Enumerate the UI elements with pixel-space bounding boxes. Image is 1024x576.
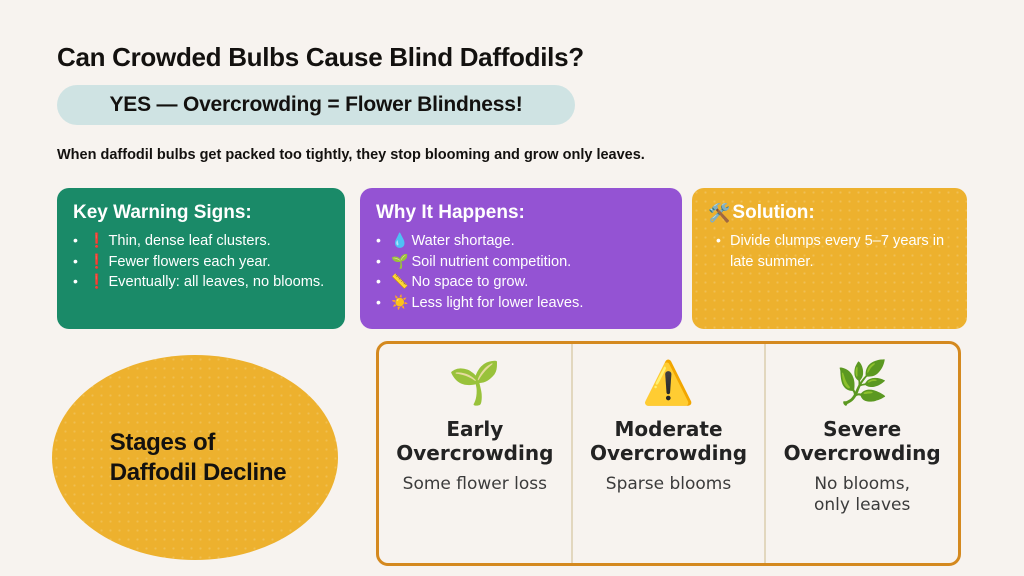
stage-card-moderate: ⚠️ Moderate Overcrowding Sparse blooms xyxy=(570,344,765,563)
list-item-text: Divide clumps every 5–7 years in late su… xyxy=(730,232,945,270)
stages-label-text: Stages of Daffodil Decline xyxy=(110,428,287,488)
stage-card-title: Early Overcrowding xyxy=(396,417,554,465)
bullet-dot: • xyxy=(73,252,78,269)
stage-card-early: 🌱 Early Overcrowding Some flower loss xyxy=(379,344,571,563)
panel-why-it-happens-list: • 💧 Water shortage. • 🌱 Soil nutrient co… xyxy=(376,231,666,314)
answer-banner: YES — Overcrowding = Flower Blindness! xyxy=(57,85,575,125)
warning-triangle-icon: ⚠️ xyxy=(642,358,695,407)
list-item-text: Soil nutrient competition. xyxy=(411,253,572,270)
panel-warning-signs-title: Key Warning Signs: xyxy=(73,202,329,224)
exclamation-icon: ❗ xyxy=(88,252,106,269)
bullet-dot: • xyxy=(376,273,381,290)
panel-solution-list: • Divide clumps every 5–7 years in late … xyxy=(708,231,951,272)
list-item-text: Eventually: all leaves, no blooms. xyxy=(108,274,325,291)
list-item-text: Less light for lower leaves. xyxy=(411,295,584,311)
exclamation-icon: ❗ xyxy=(88,273,106,290)
stage-card-title: Severe Overcrowding xyxy=(783,417,941,465)
list-item: • ❗ Thin, dense leaf clusters. xyxy=(73,231,329,252)
seedling-icon: 🌱 xyxy=(391,252,409,269)
stages-label-ellipse: Stages of Daffodil Decline xyxy=(52,355,338,560)
list-item-text: Thin, dense leaf clusters. xyxy=(108,232,271,249)
stages-label-line1: Stages of xyxy=(109,428,216,456)
grass-icon: 🌿 xyxy=(836,358,889,407)
list-item: • 📏 No space to grow. xyxy=(376,272,666,293)
panel-solution-title: 🛠️ Solution: xyxy=(708,202,951,224)
bullet-dot: • xyxy=(73,273,78,290)
stage-subtitle-line1: Sparse blooms xyxy=(605,474,732,495)
page-title: Can Crowded Bulbs Cause Blind Daffodils? xyxy=(57,42,584,72)
stage-card-severe: 🌿 Severe Overcrowding No blooms, only le… xyxy=(764,344,958,563)
ruler-icon: 📏 xyxy=(391,273,409,290)
stage-card-subtitle: No blooms, only leaves xyxy=(814,474,910,515)
bullet-dot: • xyxy=(376,231,381,248)
panel-why-it-happens-title: Why It Happens: xyxy=(376,202,666,224)
bullet-dot: • xyxy=(376,252,381,269)
panel-solution: 🛠️ Solution: • Divide clumps every 5–7 y… xyxy=(692,188,967,329)
stage-title-line1: Severe xyxy=(823,417,902,441)
stage-subtitle-line1: No blooms, xyxy=(814,474,910,495)
stages-container: 🌱 Early Overcrowding Some flower loss ⚠️… xyxy=(376,341,961,566)
stages-label-line2: Daffodil Decline xyxy=(109,458,287,486)
list-item: • Divide clumps every 5–7 years in late … xyxy=(708,231,951,272)
lead-paragraph: When daffodil bulbs get packed too tight… xyxy=(57,147,645,163)
panel-why-it-happens-title-text: Why It Happens: xyxy=(376,202,525,223)
stage-title-line1: Moderate xyxy=(614,417,723,441)
stage-card-subtitle: Sparse blooms xyxy=(606,474,731,495)
stage-subtitle-line1: Some flower loss xyxy=(402,474,547,495)
list-item: • ❗ Eventually: all leaves, no blooms. xyxy=(73,272,329,293)
stage-title-line1: Early xyxy=(446,417,504,441)
stage-card-title: Moderate Overcrowding xyxy=(589,417,748,465)
list-item-text: No space to grow. xyxy=(411,274,529,291)
list-item-text: Water shortage. xyxy=(411,232,515,249)
stage-title-line2: Overcrowding xyxy=(589,440,748,465)
list-item: • ❗ Fewer flowers each year. xyxy=(73,252,329,273)
panel-warning-signs-list: • ❗ Thin, dense leaf clusters. • ❗ Fewer… xyxy=(73,231,329,293)
seedling-icon: 🌱 xyxy=(448,358,501,407)
panel-solution-title-text: Solution: xyxy=(732,202,815,223)
stage-subtitle-line2: only leaves xyxy=(814,494,911,515)
sun-icon: ☀️ xyxy=(391,294,409,310)
hammer-and-wrench-icon: 🛠️ xyxy=(708,202,731,223)
list-item: • 💧 Water shortage. xyxy=(376,231,666,252)
stage-title-line2: Overcrowding xyxy=(396,440,554,465)
bullet-dot: • xyxy=(716,231,721,248)
stage-card-subtitle: Some flower loss xyxy=(403,474,547,495)
panel-warning-signs-title-text: Key Warning Signs: xyxy=(73,202,252,223)
panel-why-it-happens: Why It Happens: • 💧 Water shortage. • 🌱 … xyxy=(360,188,682,329)
list-item-text: Fewer flowers each year. xyxy=(108,253,271,270)
list-item: • 🌱 Soil nutrient competition. xyxy=(376,252,666,273)
exclamation-icon: ❗ xyxy=(88,231,106,248)
stage-title-line2: Overcrowding xyxy=(783,440,941,465)
panel-warning-signs: Key Warning Signs: • ❗ Thin, dense leaf … xyxy=(57,188,345,329)
bullet-dot: • xyxy=(376,294,381,310)
list-item: • ☀️ Less light for lower leaves. xyxy=(376,293,666,314)
water-droplet-icon: 💧 xyxy=(391,231,409,248)
answer-banner-text: YES — Overcrowding = Flower Blindness! xyxy=(109,93,523,116)
bullet-dot: • xyxy=(73,231,78,248)
